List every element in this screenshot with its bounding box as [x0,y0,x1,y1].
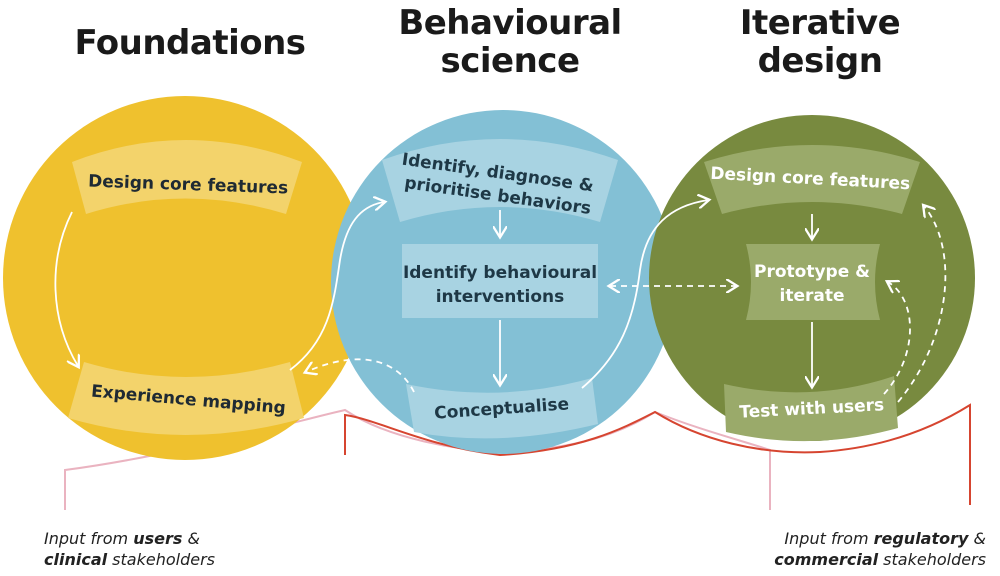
footnote-right: Input from regulatory & commercial stake… [680,528,986,570]
footnote-left: Input from users & clinical stakeholders [44,528,344,570]
footnote-right-amp: & [968,529,986,548]
heading-behavioural-line2: science [440,41,580,81]
behavioural-middle-label-line2: interventions [436,287,565,307]
test-to-prototype-dashed-arrow [883,282,911,395]
iterative-middle-box [746,244,880,320]
behavioural-middle-box [402,244,598,318]
footnote-left-bold1: users [133,529,183,548]
footnote-left-amp: & [182,529,200,548]
foundations-loop-arrow [54,211,78,366]
heading-iterative-line1: Iterative [739,3,901,43]
heading-iterative-line2: design [757,41,883,81]
behavioural-top-band [382,139,618,222]
mapping-to-behaviours-arrow [289,202,384,371]
heading-foundations: Foundations [60,24,320,62]
heading-behavioural-line1: Behavioural [398,3,622,43]
footnote-left-bold2: clinical [44,550,108,569]
footnote-right-prefix: Input from [784,529,874,548]
behavioural-bottom-band [406,378,598,439]
right-input-bracket [344,403,971,505]
footnote-right-bold1: regulatory [873,529,969,548]
behavioural-middle-label-line1: Identify behavioural [403,263,597,283]
foundations-bottom-band [68,362,304,435]
heading-behavioural-science: Behavioural science [370,4,650,80]
conceptualise-to-design-arrow [581,200,708,389]
conceptualise-to-mapping-dashed-arrow [306,358,415,393]
iterative-middle-label-line1: Prototype & [754,262,870,282]
footnote-right-bold2: commercial [774,550,879,569]
foundations-top-band [72,140,302,214]
iterative-top-band [704,145,920,214]
footnote-right-suffix: stakeholders [878,550,986,569]
heading-iterative-design: Iterative design [690,4,950,80]
test-to-design-dashed-arrow [897,206,947,403]
heading-foundations-text: Foundations [74,23,306,63]
iterative-bottom-band [724,376,898,442]
iterative-middle-label-line2: iterate [780,286,845,306]
footnote-left-prefix: Input from [44,529,134,548]
footnote-left-suffix: stakeholders [107,550,215,569]
